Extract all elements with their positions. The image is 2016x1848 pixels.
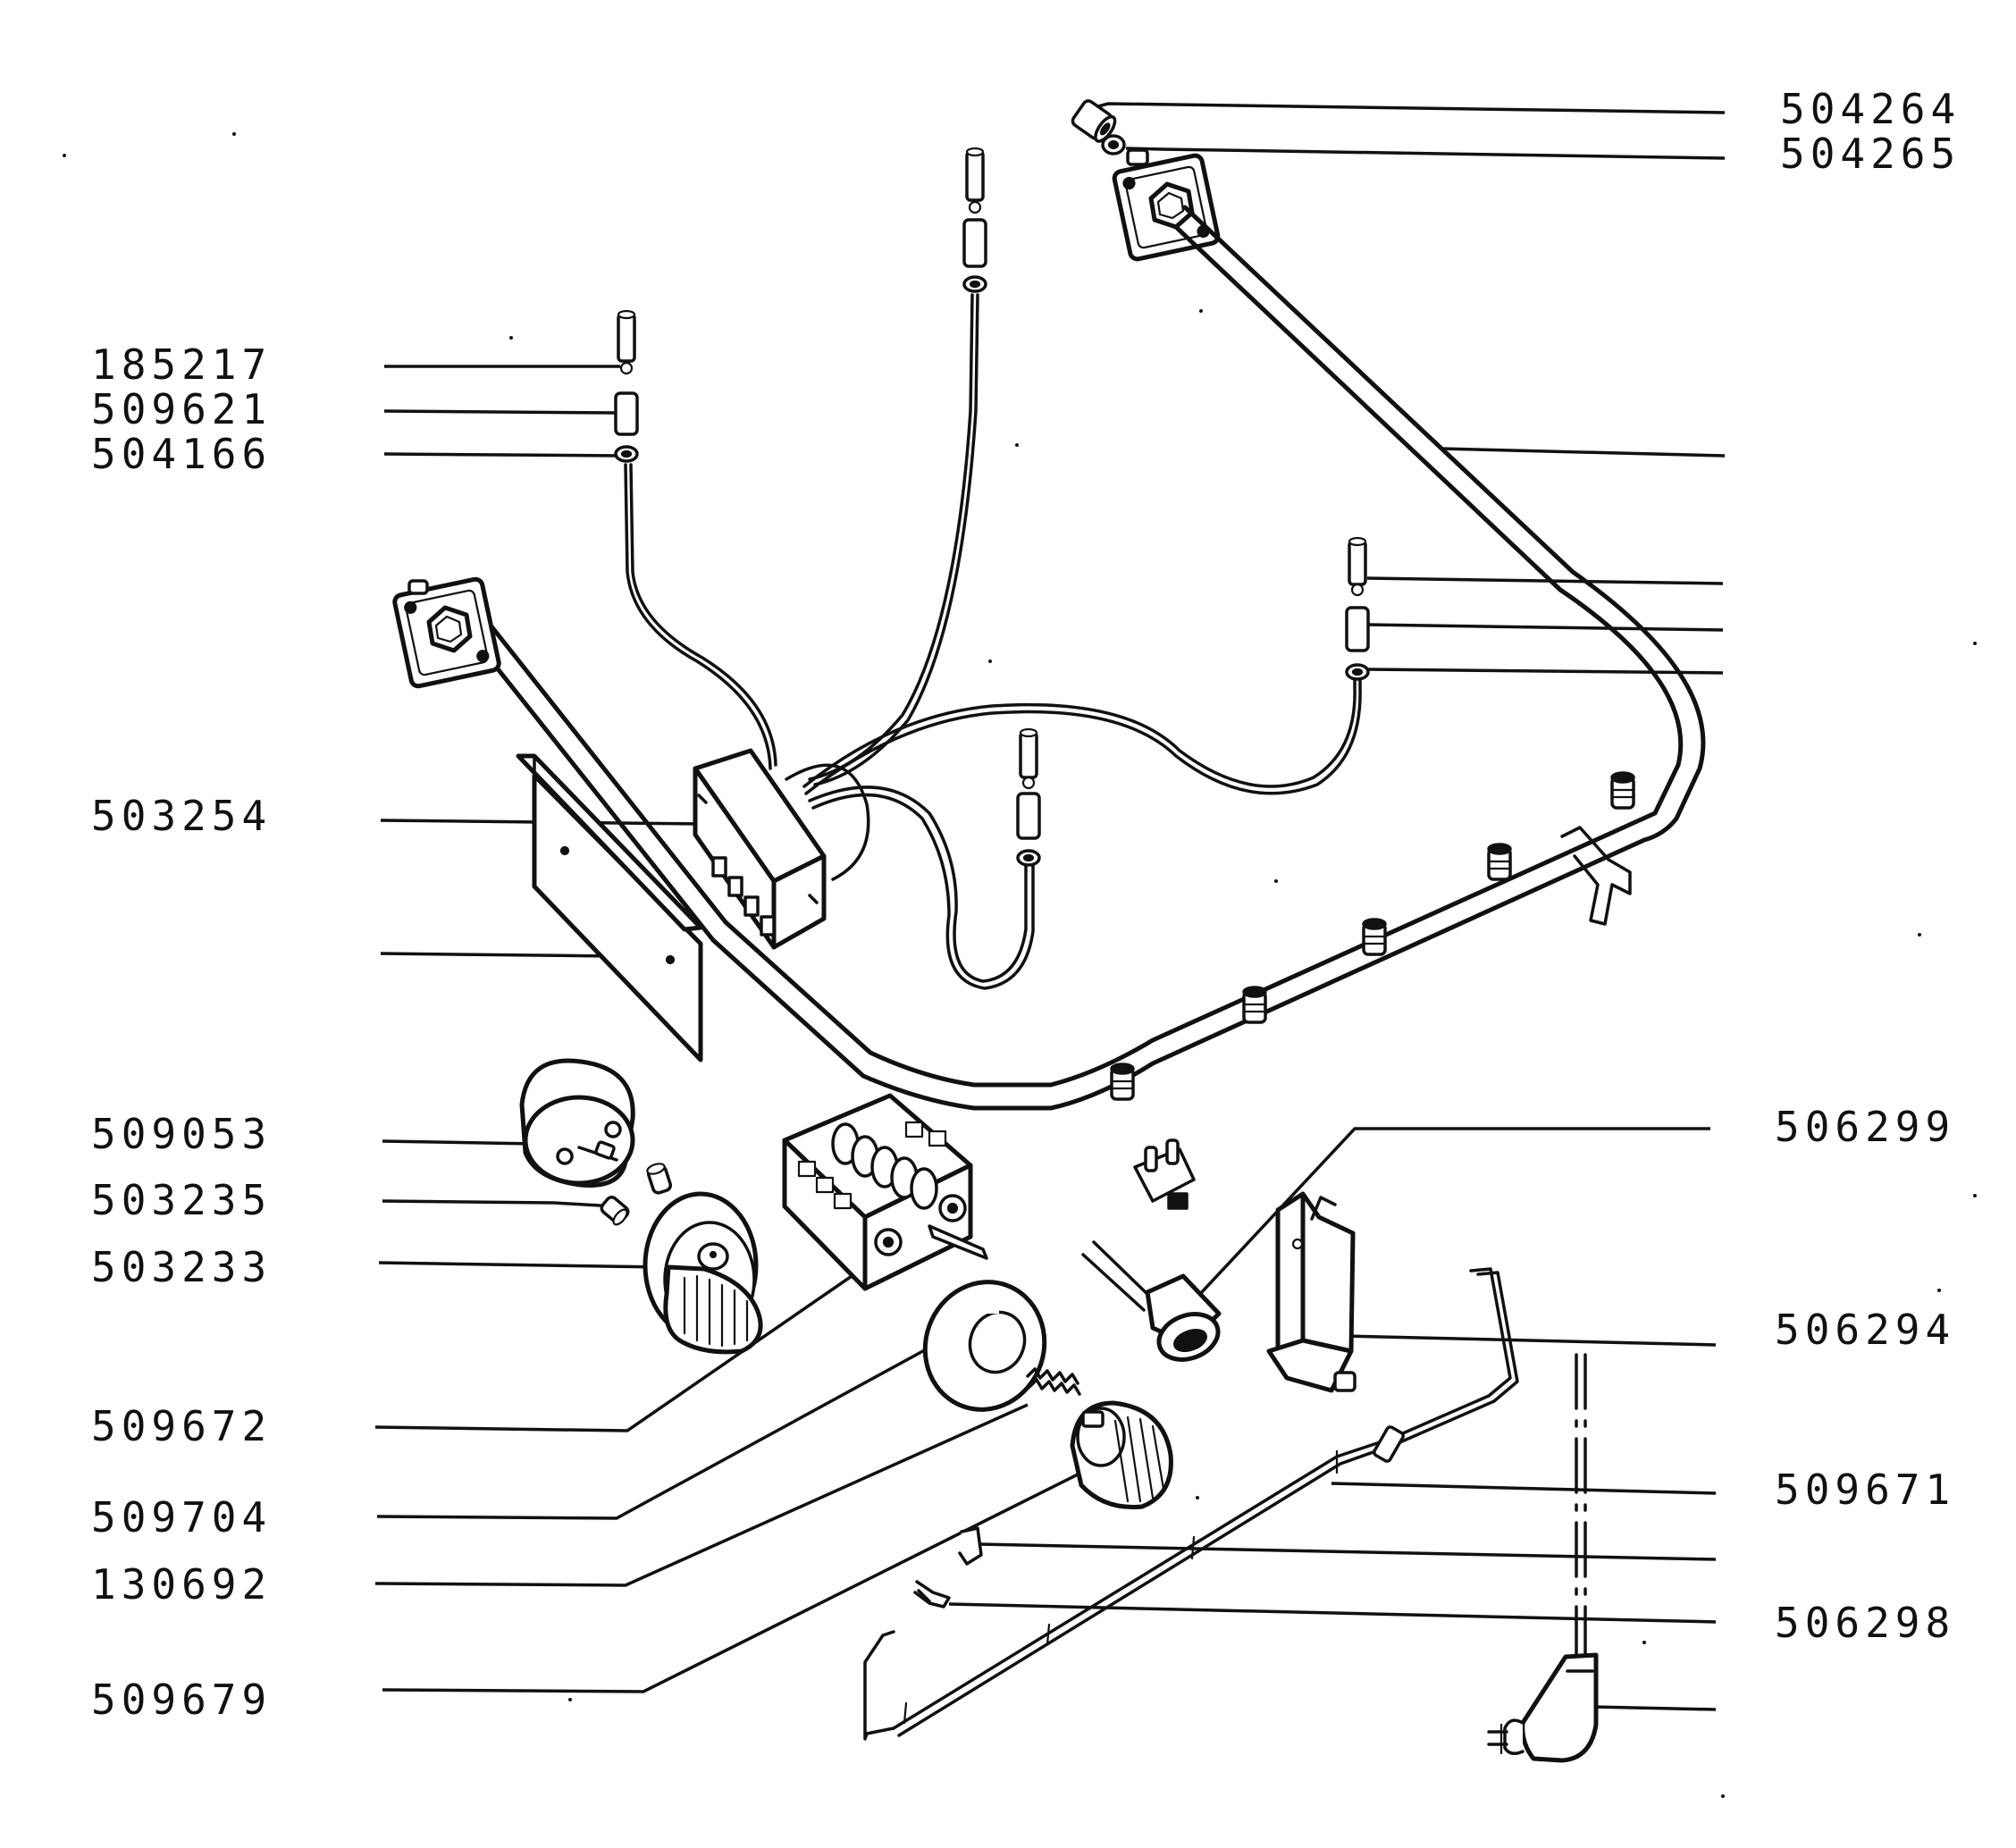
leader-506294 xyxy=(1343,1334,1717,1347)
power-plug xyxy=(1487,1652,1599,1763)
leader-503233 xyxy=(378,1261,664,1269)
leader-sensor-3 xyxy=(1366,668,1724,675)
leader-130692 xyxy=(374,1403,1029,1587)
leader-504264 xyxy=(1088,102,1726,114)
leader-bracket-clip xyxy=(979,1542,1717,1561)
label-509053: 509053 xyxy=(91,1110,272,1158)
leader-509053 xyxy=(382,1139,535,1146)
leader-509621 xyxy=(383,409,617,415)
label-130692: 130692 xyxy=(91,1560,272,1609)
leader-503235 xyxy=(382,1199,616,1208)
leader-lines xyxy=(374,102,1726,1711)
leader-element-unlabeled-1 xyxy=(1440,447,1726,458)
label-509671: 509671 xyxy=(1775,1466,1955,1514)
label-506298: 506298 xyxy=(1775,1599,1955,1647)
mounting-bracket xyxy=(1266,1191,1357,1393)
leader-509704 xyxy=(376,1346,930,1520)
sensor-probe-top-center xyxy=(962,147,987,293)
scan-specks xyxy=(63,132,1977,1798)
thermostat-timer xyxy=(519,1058,635,1188)
knob-bezel xyxy=(643,1191,763,1355)
element-terminal-left xyxy=(392,576,501,689)
wiring xyxy=(624,293,1362,990)
wire-clip xyxy=(913,1526,983,1609)
selector-switch xyxy=(782,1093,988,1291)
leader-power-plug xyxy=(1592,1705,1717,1711)
label-504264: 504264 xyxy=(1780,85,1961,133)
label-503254: 503254 xyxy=(91,792,272,840)
knob-ring xyxy=(922,1280,1047,1412)
sensor-probe-left xyxy=(614,309,639,463)
wire-harness xyxy=(863,1267,1519,1741)
knob-spring xyxy=(1026,1367,1081,1396)
element-support-feet xyxy=(1110,771,1635,1101)
label-509672: 509672 xyxy=(91,1402,272,1450)
indicator-lamp xyxy=(1081,1240,1222,1362)
leader-509671 xyxy=(1331,1482,1717,1495)
leader-504166 xyxy=(383,452,621,458)
label-185217: 185217 xyxy=(91,340,272,389)
leader-sensor-1 xyxy=(1366,576,1724,585)
leader-504265 xyxy=(1125,147,1726,160)
terminal-block xyxy=(693,748,827,950)
leader-heat-plate xyxy=(380,952,616,958)
label-504166: 504166 xyxy=(91,430,272,478)
part-labels: 504264 504265 185217 509621 504166 50325… xyxy=(91,85,1961,1724)
sensor-probe-right xyxy=(1345,536,1370,681)
label-509621: 509621 xyxy=(91,385,272,433)
leader-509679 xyxy=(382,1471,1082,1693)
leader-509672 xyxy=(374,1273,855,1432)
element-terminal-top xyxy=(1071,99,1221,262)
label-503233: 503233 xyxy=(91,1243,272,1291)
leader-sensor-2 xyxy=(1366,623,1724,632)
heat-deflector-plate xyxy=(516,753,703,1063)
label-509704: 509704 xyxy=(91,1493,272,1541)
label-506299: 506299 xyxy=(1775,1103,1955,1151)
leader-506298 xyxy=(948,1602,1717,1624)
power-cord xyxy=(1575,1353,1587,1659)
connector-block xyxy=(1133,1138,1196,1210)
label-503235: 503235 xyxy=(91,1176,272,1224)
leader-506299 xyxy=(1185,1127,1710,1310)
knob-pins xyxy=(600,1163,673,1226)
sensor-probe-center-lower xyxy=(1016,727,1041,867)
label-509679: 509679 xyxy=(91,1676,272,1724)
control-knob xyxy=(1070,1400,1173,1509)
label-504265: 504265 xyxy=(1780,130,1961,178)
label-506294: 506294 xyxy=(1775,1306,1955,1354)
